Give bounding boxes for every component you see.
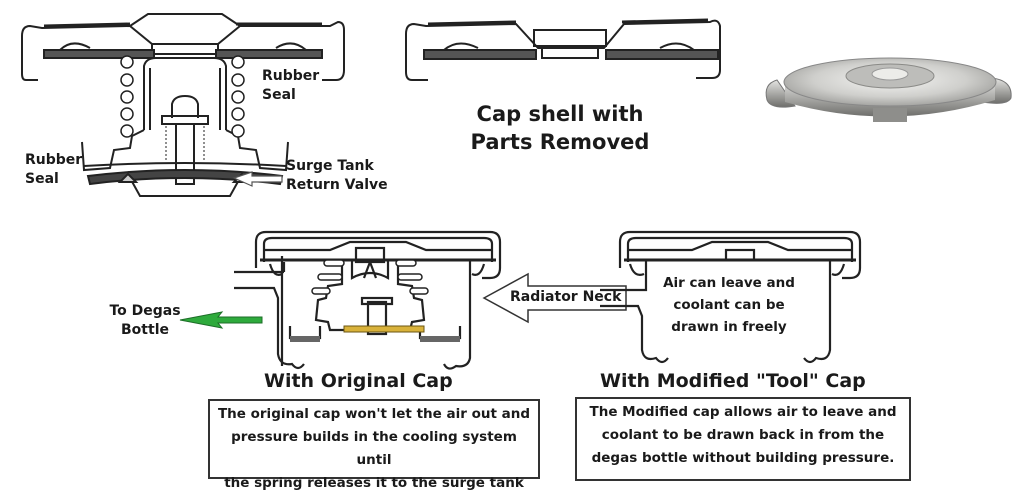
label-rubber-seal-lower: Rubber Seal (25, 151, 82, 189)
original-cap-diagram (234, 230, 502, 370)
description-modified-cap: The Modified cap allows air to leave and… (575, 397, 911, 481)
label-line: Bottle (121, 322, 169, 338)
modified-cap-diagram (600, 230, 862, 364)
description-line: degas bottle without building pressure. (591, 450, 895, 466)
label-line: Rubber (25, 152, 83, 168)
label-surge-tank-return-valve: Surge Tank Return Valve (286, 157, 388, 195)
label-line: Seal (262, 87, 296, 103)
label-line: Return Valve (286, 177, 388, 193)
label-to-degas-bottle: To Degas Bottle (108, 302, 182, 340)
label-rubber-seal-upper: Rubber Seal (262, 67, 319, 105)
note-line: Air can leave and (663, 275, 795, 291)
caption-line: Cap shell with (476, 102, 644, 126)
full-cap-cross-section (21, 13, 345, 197)
label-line: Surge Tank (286, 158, 374, 174)
degas-outflow-arrow (179, 311, 263, 329)
label-line: To Degas (109, 303, 181, 319)
heading-original-cap: With Original Cap (264, 370, 453, 392)
cap-shell-caption: Cap shell with Parts Removed (440, 100, 680, 156)
description-line: coolant to be drawn back in from the (601, 427, 885, 443)
cap-shell-diagram (405, 18, 721, 81)
note-line: drawn in freely (671, 319, 787, 335)
modified-cap-inner-note: Air can leave and coolant can be drawn i… (654, 272, 804, 338)
label-radiator-neck: Radiator Neck (510, 289, 622, 305)
description-original-cap: The original cap won't let the air out a… (208, 399, 540, 491)
description-line: The original cap won't let the air out a… (217, 406, 531, 422)
description-line: the spring releases it to the surge tank (224, 475, 524, 491)
note-line: coolant can be (673, 297, 785, 313)
description-line: The Modified cap allows air to leave and (589, 404, 897, 420)
return-valve-pointer-arrow (232, 171, 283, 187)
caption-line: Parts Removed (470, 130, 650, 154)
gold-seal (343, 325, 425, 333)
radiator-neck-arrow (482, 272, 627, 324)
radiator-cap-photo (765, 57, 1012, 122)
label-line: Seal (25, 171, 59, 187)
heading-modified-cap: With Modified "Tool" Cap (600, 370, 866, 392)
label-line: Rubber (262, 68, 320, 84)
description-line: pressure builds in the cooling system un… (231, 429, 517, 468)
